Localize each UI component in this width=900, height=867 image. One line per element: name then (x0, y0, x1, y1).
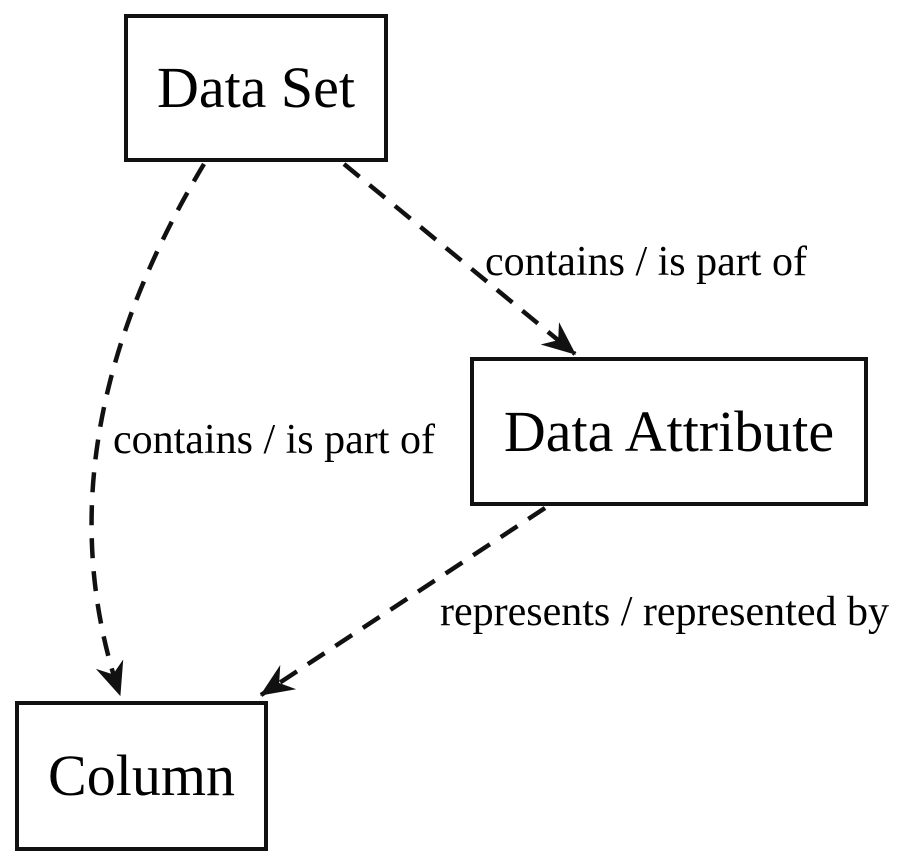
node-data-set-label: Data Set (156, 55, 356, 120)
node-data-attribute-label: Data Attribute (503, 398, 835, 464)
edge-label-contains-data-attribute: contains / is part of (485, 239, 807, 285)
edge-label-contains-column: contains / is part of (113, 417, 435, 463)
node-column-label: Column (48, 743, 235, 808)
node-data-attribute: Data Attribute (470, 357, 868, 506)
node-column: Column (15, 701, 268, 851)
edge-data-set-to-data-attribute (342, 162, 577, 356)
edge-label-represents: represents / represented by (440, 589, 889, 635)
edge-data-attribute-to-column (259, 506, 547, 697)
node-data-set: Data Set (124, 14, 388, 162)
